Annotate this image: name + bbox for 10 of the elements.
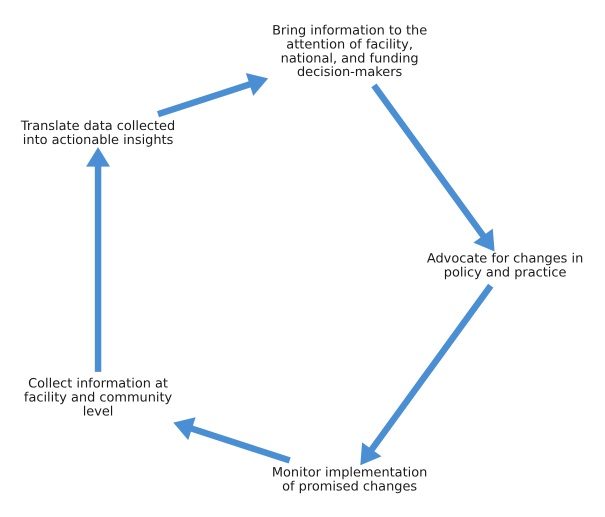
arrow <box>173 416 291 464</box>
arrow <box>157 72 268 117</box>
arrow <box>360 283 494 465</box>
node-text: Advocate for changes in policy and practice <box>426 250 584 280</box>
node-text: Collect information at facility and community level <box>24 376 172 419</box>
node-text: Bring information to the attention of facility, national, and funding decision-makers <box>272 23 428 80</box>
node-text: Translate data collected into actionable insights <box>20 118 176 148</box>
node-text: Monitor implementation of promised changes <box>272 464 428 494</box>
arrow <box>86 146 110 372</box>
arrow <box>371 82 495 251</box>
